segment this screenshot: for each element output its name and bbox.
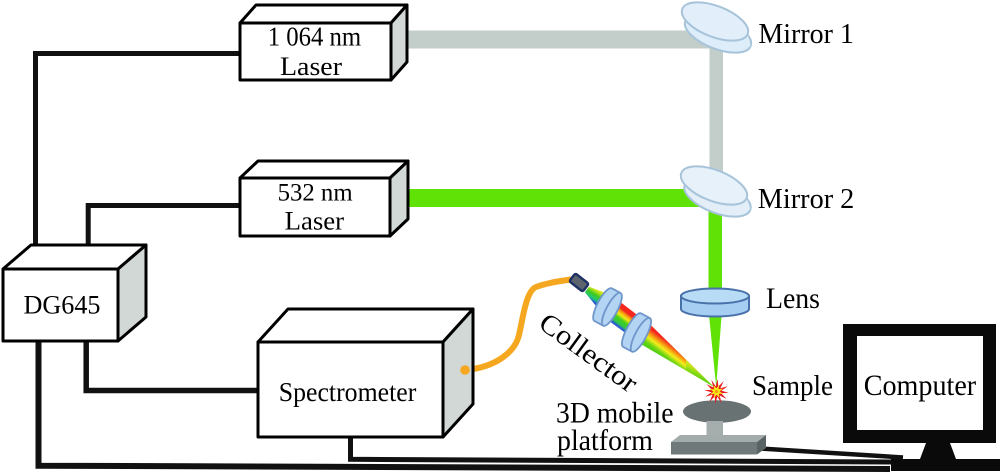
svg-text:platform: platform	[557, 424, 653, 457]
svg-text:Spectrometer: Spectrometer	[279, 377, 417, 407]
svg-text:Lens: Lens	[766, 282, 820, 315]
svg-text:Sample: Sample	[752, 370, 833, 402]
svg-text:DG645: DG645	[24, 290, 101, 320]
svg-text:3D mobile: 3D mobile	[556, 397, 674, 430]
svg-text:Laser: Laser	[280, 52, 342, 81]
svg-text:Mirror 1: Mirror 1	[758, 18, 854, 50]
svg-text:Laser: Laser	[285, 207, 345, 236]
svg-text:Mirror 2: Mirror 2	[758, 183, 855, 215]
svg-text:532 nm: 532 nm	[278, 180, 354, 207]
svg-text:Computer: Computer	[864, 370, 977, 402]
svg-text:1 064 nm: 1 064 nm	[268, 22, 362, 52]
